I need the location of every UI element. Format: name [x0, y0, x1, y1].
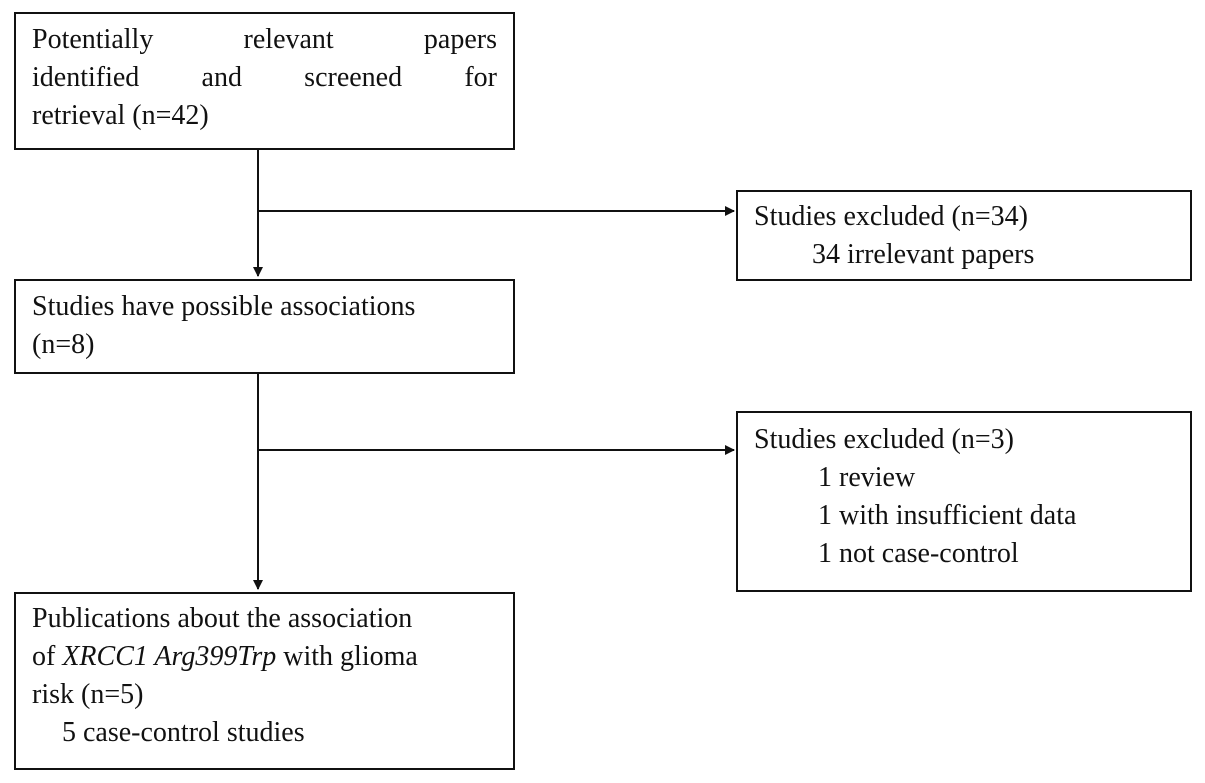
publications-line-1: Publications about the association [32, 603, 413, 634]
identified-word: identified [32, 62, 140, 93]
publications-line-4: 5 case-control studies [62, 717, 305, 748]
excluded-2-item: 1 review [818, 462, 916, 493]
publications-box: Publications about the association of XR… [14, 592, 515, 770]
identified-word: and [201, 62, 242, 93]
identified-word: Potentially [32, 24, 154, 55]
identified-word: relevant [243, 24, 334, 55]
identified-word: for [464, 62, 497, 93]
identified-word: screened [304, 62, 403, 93]
gene-variant-name: XRCC1 Arg399Trp [62, 641, 277, 672]
excluded-box-2: Studies excluded (n=3) 1 review 1 with i… [736, 411, 1192, 592]
excluded-2-title: Studies excluded (n=3) [754, 424, 1014, 455]
possible-associations-box: Studies have possible associations (n=8) [14, 279, 515, 374]
identified-line-2: identified and screened for [32, 59, 497, 97]
possible-line-1: Studies have possible associations [32, 291, 416, 322]
identified-line-1: Potentially relevant papers [32, 21, 497, 59]
excluded-2-item: 1 with insufficient data [818, 500, 1077, 531]
publications-line-3: risk (n=5) [32, 679, 144, 710]
identified-line-3: retrieval (n=42) [32, 100, 209, 131]
excluded-1-title: Studies excluded (n=34) [754, 201, 1028, 232]
identified-papers-box: Potentially relevant papers identified a… [14, 12, 515, 150]
excluded-2-item: 1 not case-control [818, 538, 1019, 569]
excluded-1-item: 34 irrelevant papers [812, 239, 1035, 270]
publications-line-2: of XRCC1 Arg399Trp with glioma [32, 638, 497, 676]
possible-line-2: (n=8) [32, 329, 95, 360]
publications-line-2-prefix: of [32, 641, 63, 672]
publications-line-2-suffix: with glioma [276, 641, 418, 672]
identified-word: papers [423, 24, 497, 55]
excluded-box-1: Studies excluded (n=34) 34 irrelevant pa… [736, 190, 1192, 281]
